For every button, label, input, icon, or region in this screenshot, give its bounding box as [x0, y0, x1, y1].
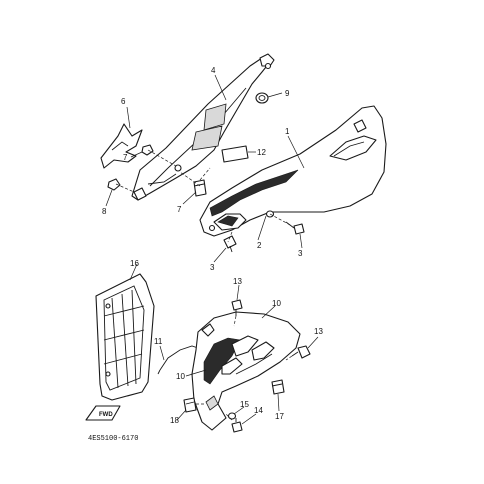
part-14-bolt	[231, 418, 243, 433]
part-8-grommet	[255, 92, 269, 104]
part-3-bolt-b	[285, 221, 305, 235]
part-1-side-cover	[199, 105, 387, 237]
part-13-bolt-b	[291, 345, 311, 359]
callout-6: 7	[177, 205, 182, 214]
callout-18: 18	[170, 416, 179, 425]
part-15-collar	[227, 412, 237, 420]
fwd-direction-marker: FWD	[85, 405, 121, 421]
part-18-clip	[183, 397, 197, 413]
diagram-code: 4ES5100-6170	[88, 435, 138, 443]
part-7-collar-b	[107, 178, 121, 191]
part-13-bolt-a	[231, 299, 243, 316]
callout-12: 12	[257, 148, 266, 157]
callout-11: 11	[154, 337, 163, 346]
callout-1: 1	[285, 127, 290, 136]
callout-13-b: 13	[314, 327, 323, 336]
callout-15: 15	[240, 400, 249, 409]
part-4-side-bracket	[131, 53, 275, 201]
fwd-label: FWD	[99, 412, 113, 418]
part-5-decal	[100, 123, 143, 169]
part-16-radiator-guard	[95, 273, 155, 401]
callout-13-a: 13	[233, 277, 242, 286]
callout-14: 14	[254, 406, 263, 415]
callout-4: 4	[211, 66, 216, 75]
callout-8: 9	[285, 89, 290, 98]
callout-17: 17	[275, 412, 284, 421]
part-3-bolt-a	[223, 235, 237, 253]
part-17-nut	[271, 379, 285, 395]
part-12-pad	[221, 145, 249, 163]
callout-2: 2	[257, 241, 262, 250]
callout-16: 16	[130, 259, 139, 268]
callout-5: 6	[121, 97, 126, 106]
callout-7-a: 7	[123, 153, 128, 162]
callout-10: 10	[176, 372, 185, 381]
part-7-collar-a	[141, 144, 154, 156]
part-6-damper	[193, 179, 207, 197]
callout-9: 10	[272, 299, 281, 308]
part-11-wire	[157, 345, 199, 375]
callout-7-b: 8	[102, 207, 107, 216]
callout-3-a: 3	[210, 263, 215, 272]
callout-3-b: 3	[298, 249, 303, 258]
